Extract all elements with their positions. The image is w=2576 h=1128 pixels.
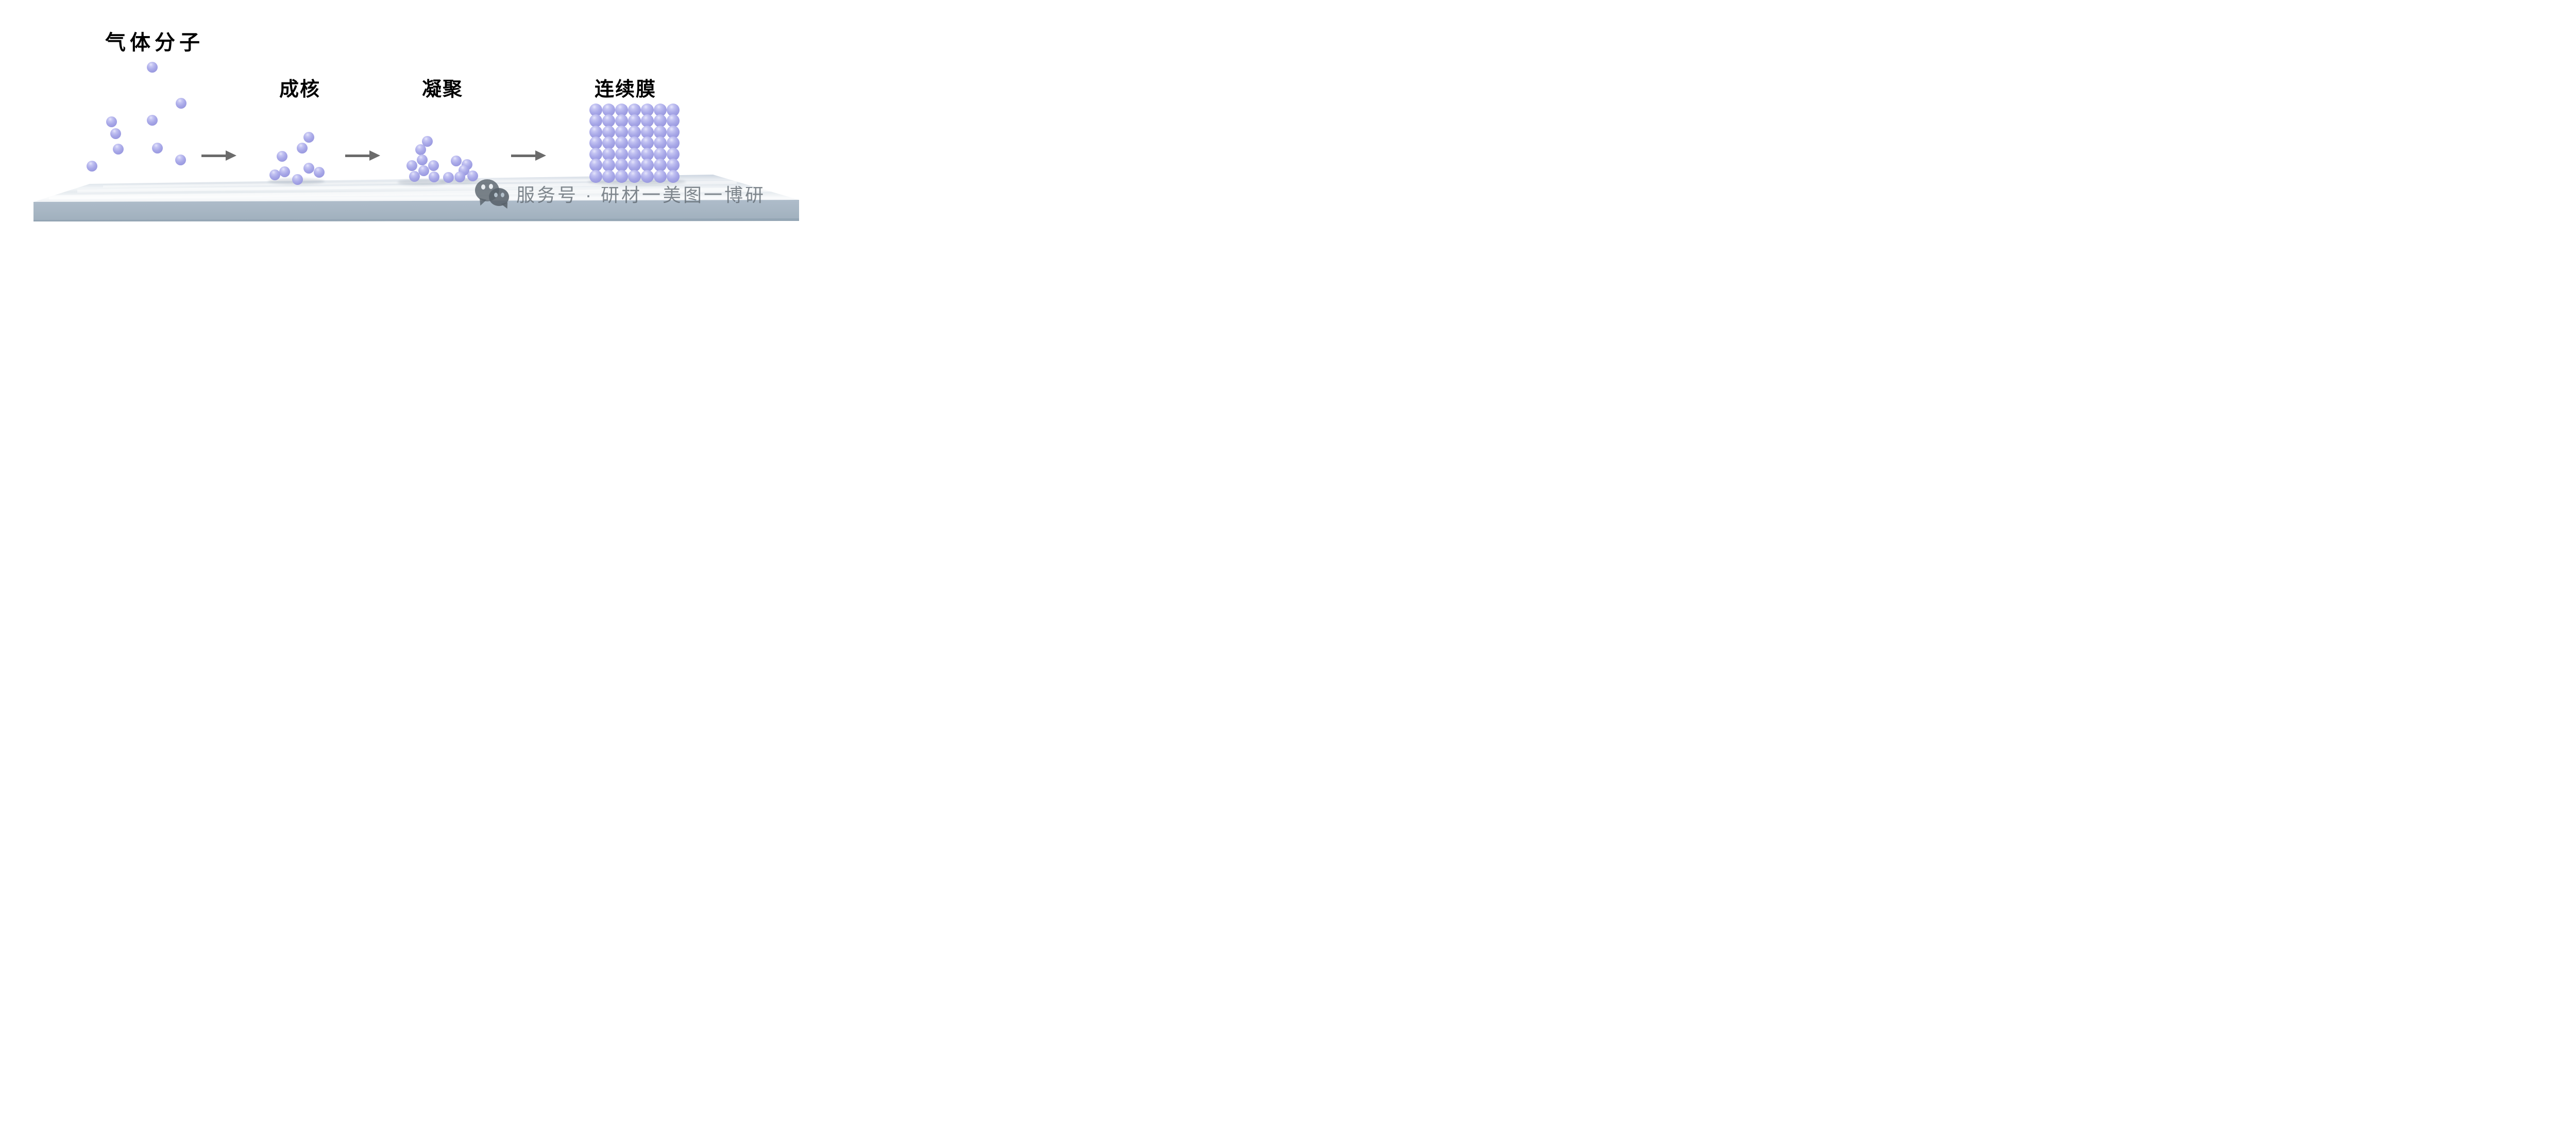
- film-sphere: [589, 114, 602, 127]
- bubble-eye: [481, 184, 485, 190]
- film-sphere: [640, 125, 654, 139]
- coalescence-molecule-sphere: [418, 165, 429, 176]
- film-sphere: [615, 136, 628, 149]
- film-sphere: [628, 125, 641, 139]
- film-sphere: [653, 125, 667, 139]
- coalescence-molecule-sphere: [461, 159, 472, 170]
- wechat-icon: [475, 179, 513, 211]
- film-sphere: [666, 125, 680, 139]
- arrow-shaft: [201, 154, 226, 157]
- nucleation-molecule-sphere: [313, 166, 325, 178]
- film-sphere: [640, 114, 654, 127]
- film-sphere: [653, 147, 667, 161]
- wechat-bubble-small: [489, 188, 509, 206]
- film-sphere: [628, 159, 641, 172]
- film-sphere: [589, 159, 602, 172]
- surface-shadow: [398, 179, 447, 185]
- film-sphere: [640, 103, 654, 116]
- film-sphere: [640, 159, 654, 172]
- arrow-head: [535, 150, 546, 161]
- bubble-eye: [489, 184, 493, 189]
- gas-molecule-sphere: [151, 142, 163, 153]
- film-sphere: [666, 159, 680, 172]
- film-sphere: [666, 103, 680, 116]
- film-sphere: [666, 147, 680, 161]
- right-arrow-icon: [345, 150, 380, 161]
- coalescence-molecule-sphere: [454, 171, 465, 182]
- watermark-text: 服务号 · 研材一美图一博研: [516, 184, 766, 206]
- film-sphere: [602, 136, 615, 149]
- gas-molecule-sphere: [112, 143, 124, 155]
- arrow-shaft: [511, 154, 535, 157]
- arrow-head: [226, 150, 236, 161]
- nucleation-molecule-sphere: [303, 162, 314, 174]
- film-sphere: [602, 114, 615, 127]
- film-sphere: [628, 136, 641, 149]
- label-nucleation: 成核: [279, 79, 321, 100]
- film-sphere: [615, 125, 628, 139]
- label-coalescence: 凝聚: [422, 79, 464, 100]
- arrow-head: [369, 150, 380, 161]
- gas-molecule-sphere: [110, 128, 121, 139]
- gas-molecule-sphere: [175, 154, 186, 165]
- coalescence-molecule-sphere: [421, 135, 433, 147]
- coalescence-molecule-sphere: [443, 172, 454, 183]
- right-arrow-icon: [201, 150, 236, 161]
- gas-molecule-sphere: [86, 160, 97, 172]
- film-sphere: [589, 125, 602, 139]
- coalescence-molecule-sphere: [428, 160, 439, 171]
- bubble-eye: [501, 193, 504, 197]
- nucleation-molecule-sphere: [303, 131, 314, 143]
- gas-molecule-sphere: [175, 97, 187, 109]
- coalescence-molecule-sphere: [406, 160, 417, 171]
- film-sphere: [589, 136, 602, 149]
- coalescence-molecule-sphere: [409, 170, 420, 182]
- nucleation-molecule-sphere: [296, 142, 308, 153]
- film-sphere: [602, 159, 615, 172]
- film-sphere: [628, 114, 641, 127]
- watermark: 服务号 · 研材一美图一博研: [475, 177, 766, 213]
- film-sphere: [602, 125, 615, 139]
- film-sphere: [640, 147, 654, 161]
- bubble-eye: [494, 193, 498, 197]
- film-sphere: [628, 103, 641, 116]
- film-sphere: [602, 103, 615, 116]
- film-sphere: [615, 114, 628, 127]
- coalescence-molecule-sphere: [415, 144, 426, 155]
- label-continuous-film: 连续膜: [595, 79, 657, 100]
- film-sphere: [666, 114, 680, 127]
- gas-molecule-sphere: [146, 61, 158, 73]
- film-sphere: [628, 147, 641, 161]
- coalescence-molecule-sphere: [458, 164, 469, 176]
- gas-molecule-sphere: [146, 114, 158, 126]
- film-sphere: [653, 114, 667, 127]
- film-sphere: [653, 136, 667, 149]
- gas-molecule-sphere: [106, 116, 117, 127]
- film-sphere: [653, 159, 667, 172]
- surface-shadow: [439, 179, 480, 184]
- nucleation-molecule-sphere: [279, 166, 290, 177]
- film-sphere: [653, 103, 667, 116]
- film-sphere: [615, 159, 628, 172]
- film-sphere: [602, 147, 615, 161]
- film-sphere: [615, 103, 628, 116]
- film-sphere: [666, 136, 680, 149]
- nucleation-molecule-sphere: [276, 150, 287, 162]
- film-sphere: [589, 147, 602, 161]
- film-sphere: [615, 147, 628, 161]
- label-gas-molecules: 气体分子: [105, 31, 204, 54]
- film-sphere: [640, 136, 654, 149]
- surface-shadow: [268, 178, 325, 184]
- coalescence-molecule-sphere: [416, 154, 428, 165]
- arrow-shaft: [345, 154, 369, 157]
- coalescence-molecule-sphere: [428, 171, 439, 182]
- coalescence-molecule-sphere: [450, 155, 462, 166]
- nucleation-molecule-sphere: [269, 169, 280, 180]
- thin-film-deposition-diagram: 气体分子 成核 凝聚 连续膜 服务号 · 研材一美图一博研: [0, 0, 824, 226]
- substrate-bottom-edge: [33, 218, 799, 221]
- film-sphere: [589, 103, 602, 116]
- nucleation-molecule-sphere: [292, 174, 303, 185]
- right-arrow-icon: [511, 150, 546, 161]
